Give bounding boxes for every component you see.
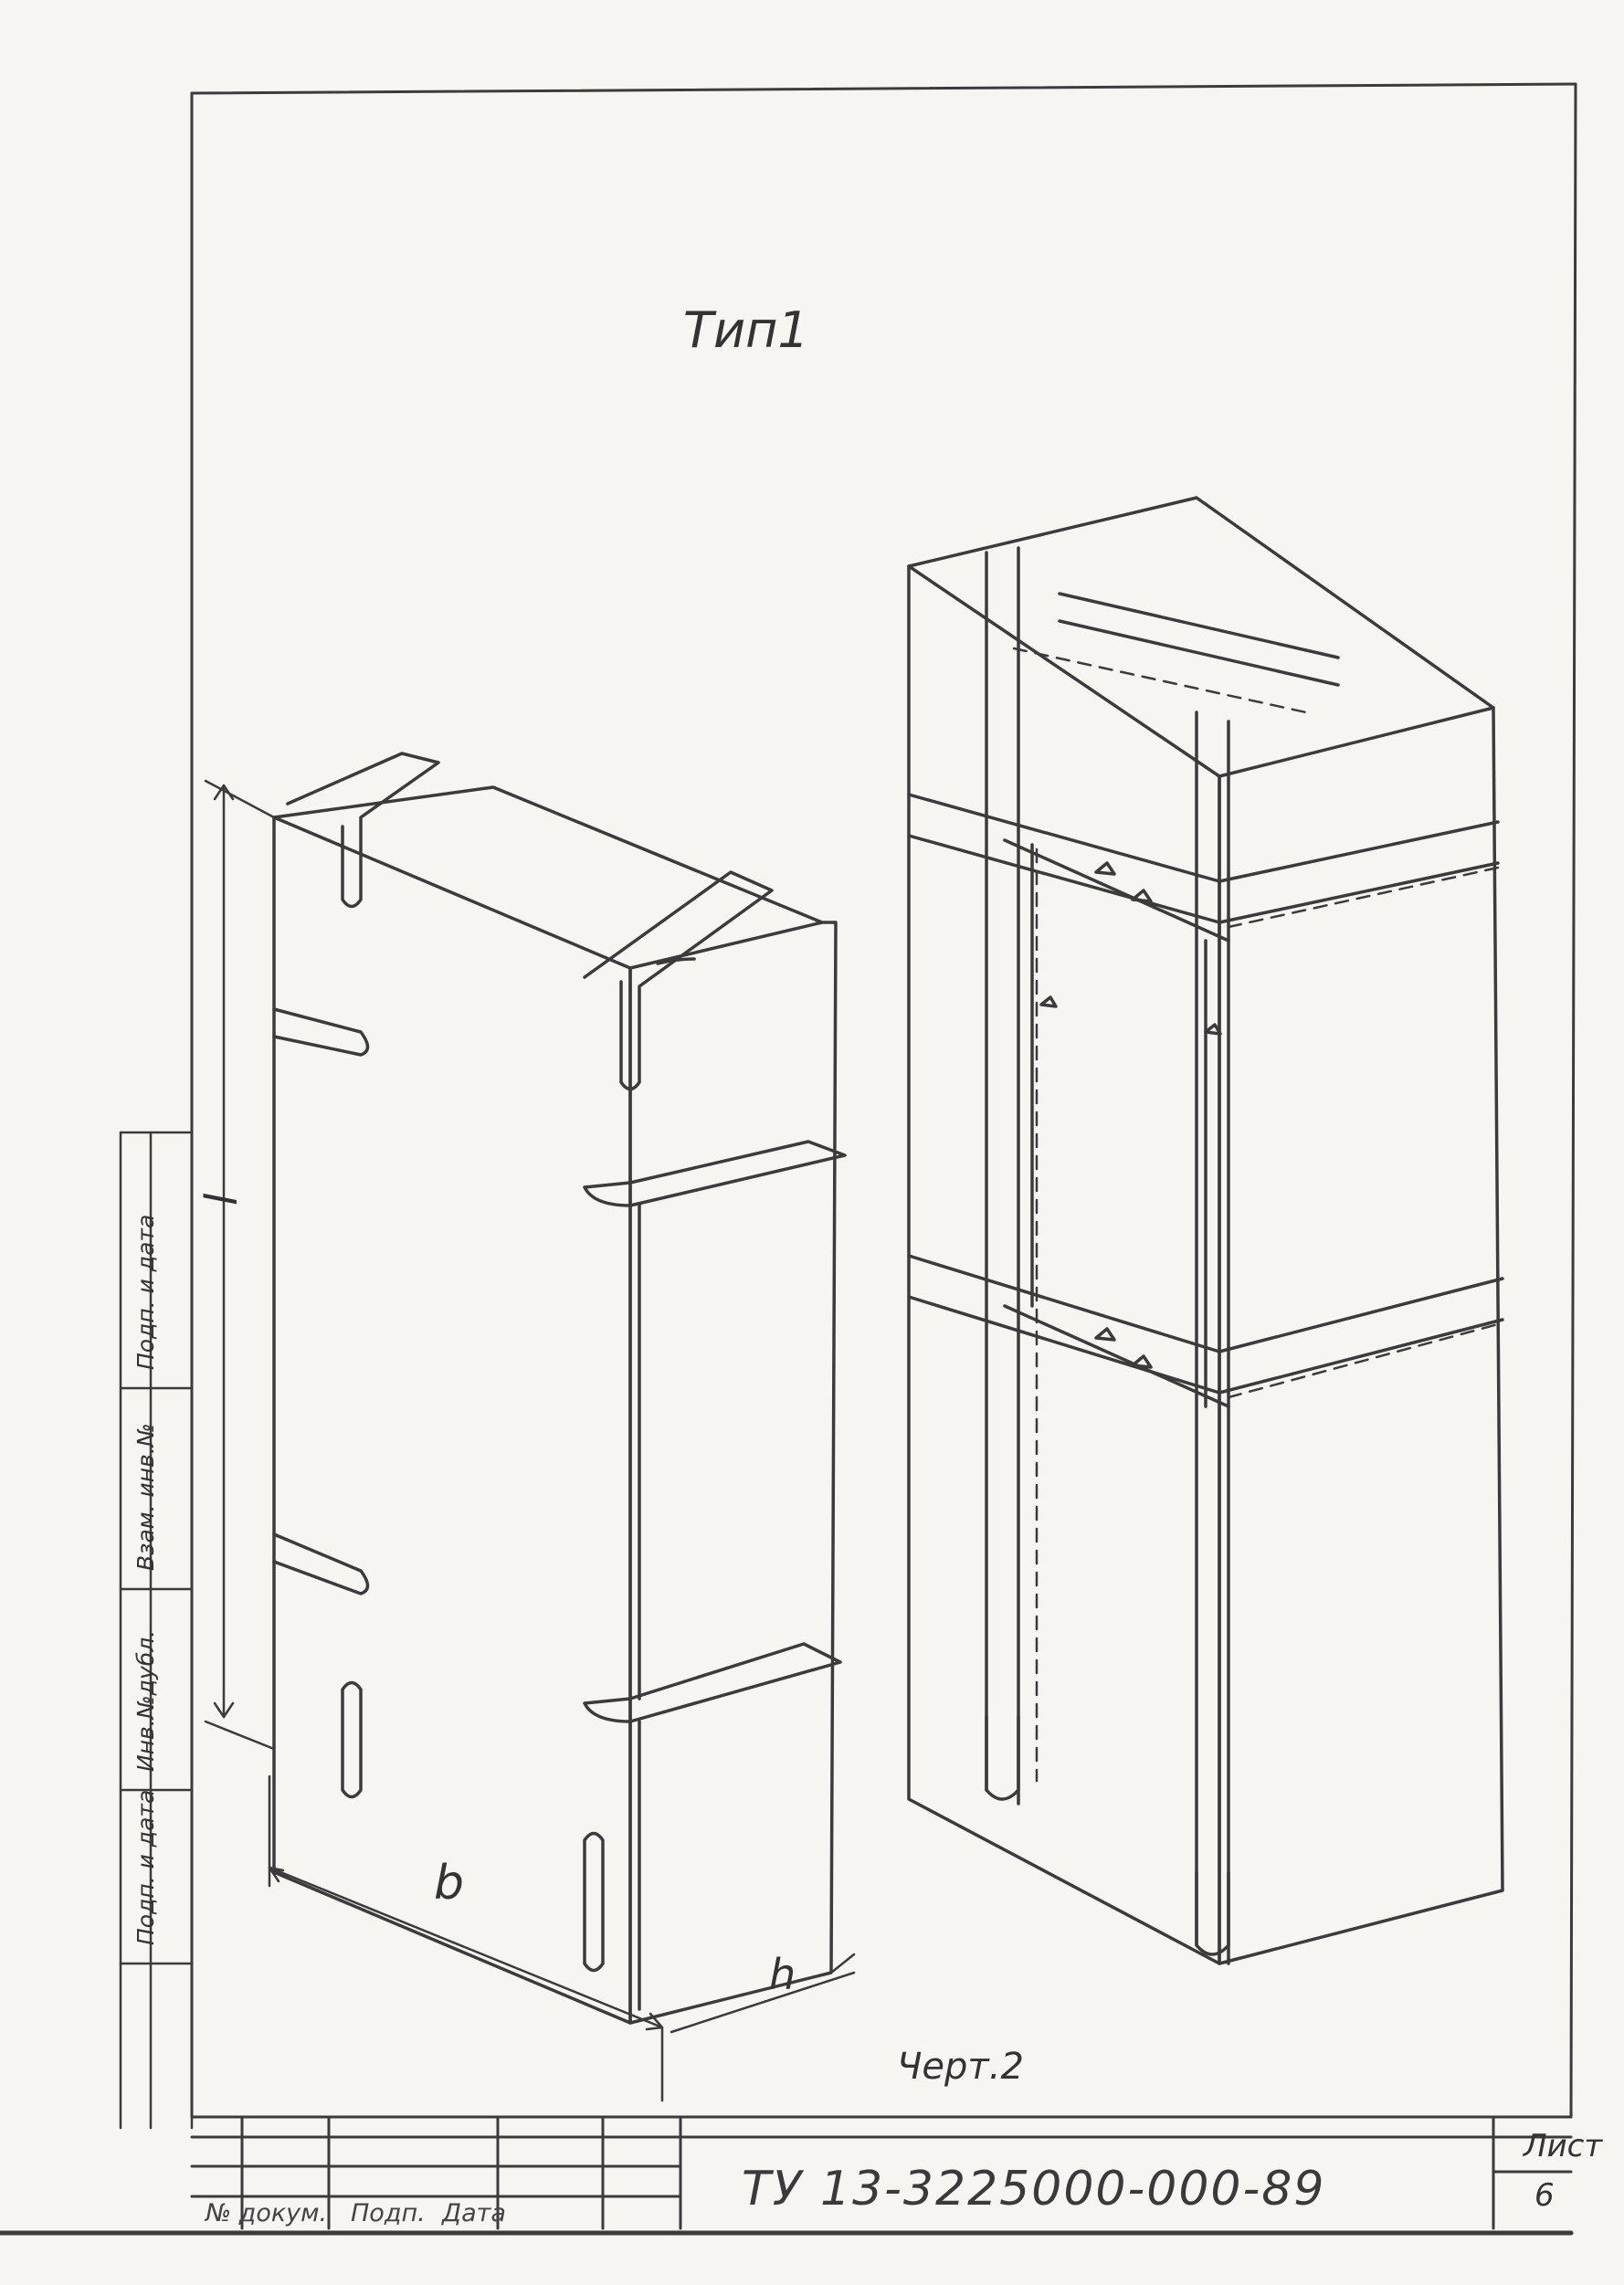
stamp-sign-date-2: Подп. и дата: [132, 1789, 159, 1945]
box-right: [907, 496, 1504, 1965]
dimension-depth-label: h: [769, 1950, 796, 1999]
dimension-height-label: l: [196, 1193, 248, 1206]
sheet-label: Лист: [1524, 2128, 1603, 2164]
stamp-dup-inv: Инв.№дубл.: [132, 1629, 159, 1772]
column-signature: Подп.: [351, 2199, 426, 2227]
side-stamp-grid: [119, 1131, 194, 2130]
stamp-replace-inv: Взам. инв.№: [132, 1423, 159, 1571]
stamp-sign-date-1: Подп. и дата: [132, 1214, 159, 1370]
type-title: Тип1: [683, 301, 809, 359]
document-number: ТУ 13-3225000-000-89: [742, 2162, 1326, 2217]
box-right-dashed: [1012, 647, 1500, 1783]
column-doc-no: № докум.: [206, 2199, 328, 2227]
sheet-number: 6: [1534, 2177, 1555, 2214]
box-left: [272, 752, 847, 2025]
dimension-lines: [204, 779, 856, 2102]
drawing-caption: Черт.2: [897, 2046, 1024, 2088]
dimension-width-label: b: [434, 1856, 465, 1911]
column-date: Дата: [442, 2199, 506, 2227]
sheet-frame: [0, 82, 1577, 2236]
